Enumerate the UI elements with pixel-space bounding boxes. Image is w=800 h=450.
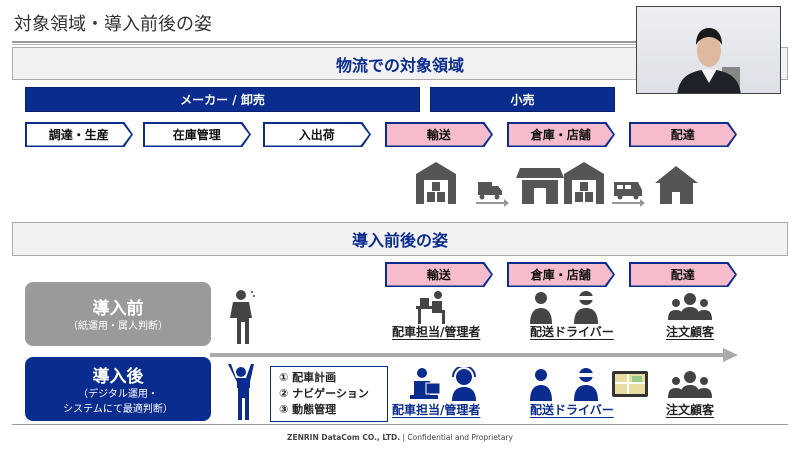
- logistics-icons: [416, 162, 698, 207]
- progress-arrow: [210, 348, 738, 362]
- store-icon: [516, 168, 564, 204]
- page-title: 対象領域・導入前後の姿: [14, 14, 212, 35]
- section-title: 物流での対象領域: [335, 55, 464, 75]
- van-icon: [614, 182, 642, 200]
- divider: [12, 41, 636, 45]
- section-header-before-after: 導入前後の姿: [12, 222, 788, 256]
- footer-note: Confidential and Proprietary: [407, 433, 513, 442]
- group-retail: 小売: [430, 87, 615, 112]
- warehouse-icon: [564, 162, 604, 204]
- dispatcher-desk-icon: [416, 291, 445, 324]
- truck-icon: [478, 182, 502, 200]
- stage2-delivery: 配達: [629, 262, 737, 287]
- feature-tracking: ③ 動態管理: [279, 403, 337, 416]
- feature-dispatch-planning: ① 配車計画: [279, 371, 337, 384]
- after-subtitle-2: システムにて最適判断）: [63, 403, 173, 415]
- webcam-video: [636, 6, 781, 94]
- after-role-dispatcher: 配車担当/管理者: [392, 403, 481, 417]
- footer-divider: [12, 424, 788, 425]
- features-list: ① 配車計画 ② ナビゲーション ③ 動態管理: [270, 366, 388, 422]
- cheering-person-icon: [228, 364, 254, 420]
- section-title: 導入前後の姿: [351, 231, 448, 250]
- before-subtitle: （紙運用・属人判断）: [68, 321, 168, 332]
- presenter-silhouette: [677, 28, 741, 93]
- tablet-map-icon: [612, 371, 648, 397]
- before-role-customer: 注文顧客: [666, 325, 715, 339]
- stage-delivery: 配達: [629, 122, 737, 147]
- after-subtitle-1: （デジタル運用・: [78, 388, 158, 400]
- confused-person-icon: [230, 290, 255, 344]
- stage-warehouse-store: 倉庫・店舗: [507, 122, 615, 147]
- after-role-driver: 配送ドライバー: [530, 403, 614, 417]
- after-box: 導入後 （デジタル運用・ システムにて最適判断）: [25, 357, 211, 421]
- after-title: 導入後: [92, 366, 144, 387]
- before-role-dispatcher: 配車担当/管理者: [392, 325, 481, 339]
- stage-shipping: 入出荷: [263, 122, 371, 147]
- warehouse-icon: [416, 162, 456, 204]
- stage2-transport: 輸送: [385, 262, 493, 287]
- after-role-customer: 注文顧客: [666, 403, 715, 417]
- footer-separator: |: [402, 433, 406, 442]
- before-role-driver: 配送ドライバー: [530, 325, 614, 339]
- stage-procurement: 調達・生産: [25, 122, 133, 147]
- footer: ZENRIN DataCom CO., LTD. | Confidential …: [0, 433, 800, 442]
- before-title: 導入前: [92, 299, 144, 319]
- driver-icons: [530, 291, 598, 324]
- before-box: 導入前 （紙運用・属人判断）: [25, 282, 211, 346]
- stage-inventory: 在庫管理: [143, 122, 251, 147]
- customers-icon: [668, 293, 712, 320]
- customers-icon: [668, 371, 712, 398]
- feature-navigation: ② ナビゲーション: [279, 387, 369, 400]
- house-icon: [655, 166, 698, 204]
- group-maker-wholesale: メーカー / 卸売: [25, 87, 420, 112]
- driver-navigation-icons: [530, 368, 648, 401]
- stage2-warehouse-store: 倉庫・店舗: [507, 262, 615, 287]
- stage-transport: 輸送: [385, 122, 493, 147]
- footer-company: ZENRIN DataCom CO., LTD.: [287, 433, 401, 442]
- dispatcher-operator-icons: [410, 367, 476, 401]
